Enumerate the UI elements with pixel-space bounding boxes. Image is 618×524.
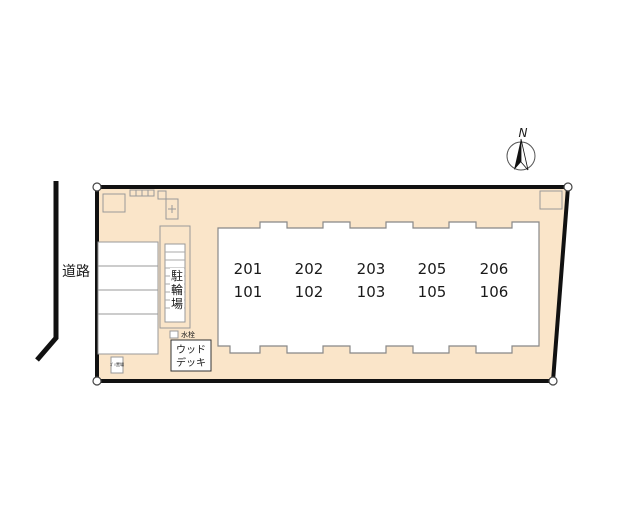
bicycle-parking: 駐 輪 場 xyxy=(159,225,191,329)
unit-label: 106 xyxy=(480,283,509,301)
corner-marker xyxy=(563,182,573,192)
corner-marker xyxy=(92,376,102,386)
faucet-label: 水栓 xyxy=(181,330,195,339)
corner-marker xyxy=(92,182,102,192)
unit-label: 206 xyxy=(480,260,509,278)
bicycle-parking-label-3: 場 xyxy=(171,297,183,311)
waste-station-label: ｺﾞﾐ置場 xyxy=(110,361,124,367)
north-arrow-outline-icon xyxy=(520,138,529,171)
corner-structure xyxy=(539,190,563,210)
bicycle-parking-label-2: 輪 xyxy=(171,282,183,297)
entrance-structures xyxy=(102,189,179,220)
unit-label: 105 xyxy=(418,283,447,301)
waste-station xyxy=(110,356,124,374)
wood-deck-label-line2: デッキ xyxy=(176,356,206,369)
faucet-icon xyxy=(169,330,179,339)
north-arrow-icon xyxy=(514,139,521,170)
bicycle-parking-label-1: 駐 xyxy=(171,268,183,283)
compass-label: N xyxy=(519,126,528,140)
wood-deck: ウッド デッキ xyxy=(170,339,212,372)
unit-label: 205 xyxy=(418,260,447,278)
compass: N xyxy=(506,126,536,171)
unit-label: 103 xyxy=(357,283,386,301)
unit-label: 201 xyxy=(234,260,263,278)
unit-label: 101 xyxy=(234,283,263,301)
wood-deck-label-line1: ウッド xyxy=(176,344,206,356)
road-edge-line xyxy=(35,181,59,362)
unit-label: 203 xyxy=(357,260,386,278)
corner-marker xyxy=(548,376,558,386)
unit-label: 102 xyxy=(295,283,324,301)
apartment-building xyxy=(217,221,540,354)
parking-area xyxy=(97,241,159,355)
road-label: 道路 xyxy=(62,264,90,280)
unit-label: 202 xyxy=(295,260,324,278)
unit-labels: 201 202 203 205 206 101 102 103 105 106 xyxy=(234,260,509,301)
